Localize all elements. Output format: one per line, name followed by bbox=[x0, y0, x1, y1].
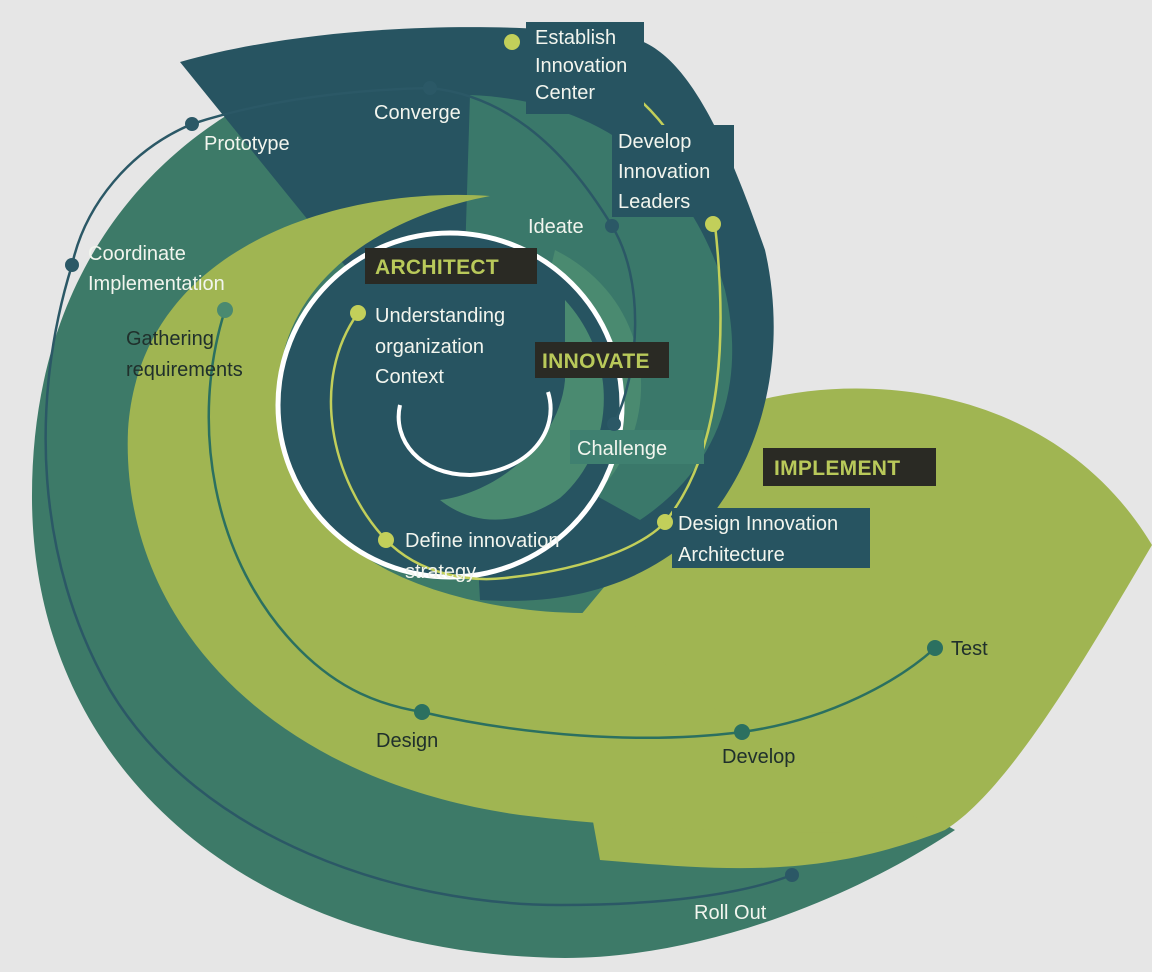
implement-phase-label: IMPLEMENT bbox=[774, 457, 900, 480]
develop-dot bbox=[734, 724, 750, 740]
roll-out-label: Roll Out bbox=[694, 902, 767, 924]
architect-phase-label: ARCHITECT bbox=[375, 256, 499, 279]
coordinate-label: Coordinate Implementation bbox=[88, 243, 225, 295]
lime-inner-band bbox=[127, 194, 945, 833]
test-dot bbox=[927, 640, 943, 656]
design-arch-label-bg bbox=[672, 508, 870, 568]
rollout-path-line bbox=[44, 264, 793, 907]
define-strategy-dot bbox=[378, 532, 394, 548]
prototype-label: Prototype bbox=[204, 133, 290, 155]
center-inner-green-crescent bbox=[440, 300, 604, 520]
challenge-label-bg bbox=[570, 430, 704, 464]
prototype-dot bbox=[185, 117, 199, 131]
gathering-label: Gathering requirements bbox=[126, 328, 243, 381]
implement-phase-box bbox=[763, 448, 936, 486]
design-dot bbox=[414, 704, 430, 720]
design-architecture-label: Design Innovation Architecture bbox=[678, 513, 844, 566]
architect-phase-box bbox=[365, 248, 537, 284]
develop-label: Develop bbox=[722, 746, 795, 768]
coordinate-dot bbox=[65, 258, 79, 272]
establish-label-bg bbox=[526, 22, 644, 114]
center-white-spiral bbox=[396, 391, 553, 478]
develop-leaders-label: Develop Innovation Leaders bbox=[618, 131, 716, 213]
converge-dot bbox=[423, 81, 437, 95]
establish-center-dot bbox=[504, 34, 520, 50]
define-strategy-label: Define innovation strategy bbox=[405, 530, 565, 583]
converge-label: Converge bbox=[374, 102, 461, 124]
test-label: Test bbox=[951, 638, 988, 660]
develop-leaders-dot bbox=[705, 216, 721, 232]
innovate-phase-label: INNOVATE bbox=[542, 350, 650, 373]
innovate-phase-box bbox=[535, 342, 669, 378]
gathering-dot bbox=[217, 302, 233, 318]
roll-out-dot bbox=[785, 868, 799, 882]
challenge-label: Challenge bbox=[577, 438, 667, 460]
challenge-dot bbox=[607, 417, 621, 431]
ideate-label: Ideate bbox=[528, 216, 584, 238]
understanding-label: Understanding organization Context bbox=[375, 305, 511, 388]
establish-center-label: Establish Innovation Center bbox=[535, 27, 633, 104]
design-label: Design bbox=[376, 730, 438, 752]
design-architecture-dot bbox=[657, 514, 673, 530]
develop-leaders-label-bg bbox=[612, 125, 734, 217]
ideate-dot bbox=[605, 219, 619, 233]
understanding-dot bbox=[350, 305, 366, 321]
